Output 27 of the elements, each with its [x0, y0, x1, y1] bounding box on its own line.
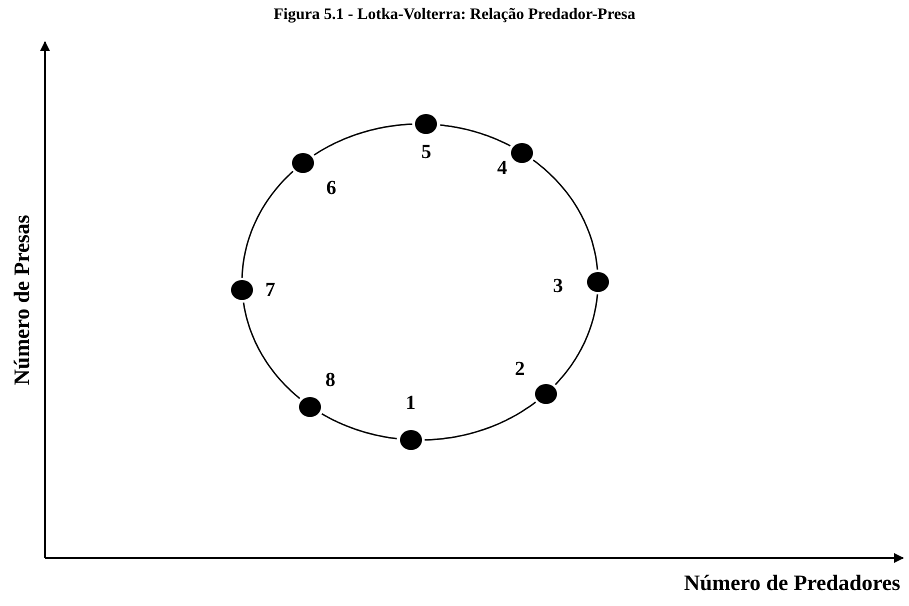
state-dot [534, 384, 557, 404]
cycle-arc [440, 124, 511, 147]
cycle-arc [554, 294, 598, 386]
state-number: 4 [497, 157, 508, 180]
y-axis-label: Número de Presas [9, 214, 36, 386]
state-number: 7 [265, 278, 276, 302]
state-dot [511, 142, 534, 163]
state-dot [400, 430, 422, 450]
state-dot [299, 396, 322, 416]
x-axis-label: Número de Predadores [684, 570, 900, 596]
state-number: 8 [325, 369, 336, 392]
state-number: 1 [406, 392, 416, 416]
cycle-arc [241, 170, 294, 278]
cycle-arc [321, 413, 397, 440]
state-dot [292, 152, 314, 173]
cycle-arc [424, 402, 536, 441]
state-number: 6 [326, 177, 336, 200]
state-number: 3 [553, 274, 563, 298]
figure-title: Figura 5.1 - Lotka-Volterra: Relação Predador-Presa [272, 6, 636, 24]
state-number: 2 [514, 358, 525, 382]
cycle-arc [532, 159, 598, 270]
state-dot [231, 280, 254, 300]
state-dot [587, 272, 609, 292]
state-number: 5 [421, 140, 432, 164]
cycle-arc [242, 302, 300, 400]
state-dot [415, 114, 438, 134]
cycle-arc [314, 123, 412, 156]
